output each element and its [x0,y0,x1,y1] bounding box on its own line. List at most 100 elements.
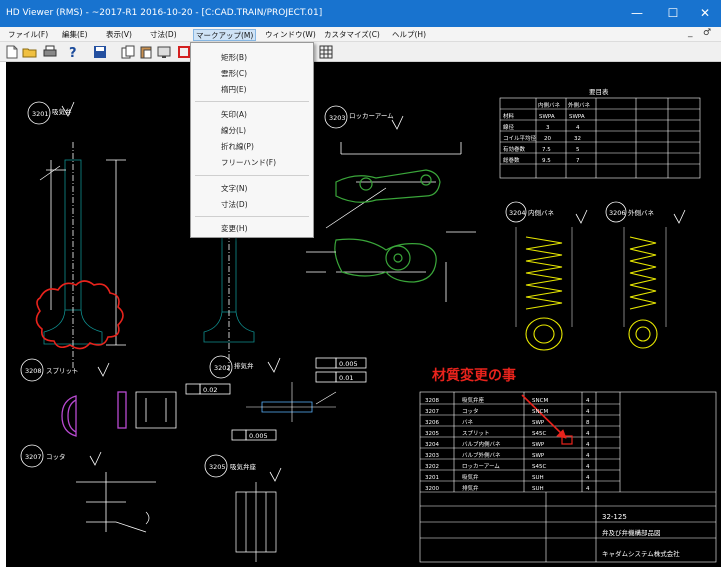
menu-dimension[interactable]: 寸法(D) [150,30,177,39]
print-icon[interactable] [42,44,58,60]
markup-menu-dropdown: 矩形(B) 雲形(C) 楕円(E) 矢印(A) 線分(L) 折れ線(P) フリー… [190,42,314,238]
svg-text:7: 7 [576,158,580,164]
svg-text:4: 4 [586,442,590,448]
tolerance-3: 0.02 [203,386,217,394]
tolerance-2: 0.01 [339,374,353,382]
open-folder-icon[interactable] [22,44,38,60]
svg-text:SWPA: SWPA [569,114,585,120]
menu-bar: ファイル(F) 編集(E) 表示(V) 寸法(D) マークアップ(M) ウィンド… [0,27,721,42]
balloon-3202-text: 3202 [214,364,231,372]
svg-text:3206: 3206 [425,420,439,426]
menu-view[interactable]: 表示(V) [106,30,132,39]
svg-text:S45C: S45C [532,464,546,470]
grid-icon[interactable] [318,44,334,60]
title-block [419,391,717,563]
menu-file[interactable]: ファイル(F) [8,30,49,39]
spec-table-title: 要目表 [589,87,609,96]
menu-item-rectangle[interactable]: 矩形(B) [221,53,247,62]
mdi-restore-button[interactable]: ♂ [703,28,712,38]
balloon-3205-text: 3205 [209,463,226,471]
mdi-minimize-button[interactable]: _ [688,28,693,38]
balloon-3208-text: 3208 [25,367,42,375]
svg-text:SUH: SUH [532,475,544,481]
menu-item-dimension[interactable]: 寸法(D) [221,200,248,209]
svg-text:SWP: SWP [532,453,545,459]
svg-text:SWP: SWP [532,420,545,426]
menu-item-line[interactable]: 線分(L) [221,126,247,135]
part-3203-name: ロッカーアーム [349,112,394,120]
svg-text:4: 4 [586,464,590,470]
svg-text:スプリット: スプリット [462,430,490,437]
svg-text:コッタ: コッタ [462,407,479,415]
menu-item-text[interactable]: 文字(N) [221,184,248,193]
svg-text:SWPA: SWPA [539,114,555,120]
screen-icon[interactable] [156,44,172,60]
toolbar: ? [0,42,721,62]
markup-rect-icon[interactable] [176,44,192,60]
title-bar: HD Viewer (RMS) - ~2017-R1 2016-10-20 - … [0,0,721,27]
svg-text:SNCM: SNCM [532,398,548,404]
menu-separator [195,216,309,217]
menu-item-ellipse[interactable]: 楕円(E) [221,85,247,94]
part-3208-name: スプリット [46,367,79,375]
part-3202-name: 排気弁 [234,361,254,370]
save-icon[interactable] [92,44,108,60]
svg-text:8: 8 [586,420,590,426]
menu-customize[interactable]: カスタマイズ(C) [324,30,380,39]
tolerance-1: 0.005 [339,360,358,368]
svg-text:3208: 3208 [425,398,439,404]
svg-text:バネ: バネ [462,419,474,426]
menu-edit[interactable]: 編集(E) [62,30,88,39]
menu-item-polyline[interactable]: 折れ線(P) [221,142,254,151]
markup-annotation-text[interactable]: 材質変更の事 [432,367,516,384]
balloon-3201 [27,101,51,125]
rocker-arm-bottom [334,238,437,283]
new-file-icon[interactable] [4,44,20,60]
copy-icon[interactable] [120,44,136,60]
svg-text:内側バネ: 内側バネ [538,101,561,109]
svg-text:4: 4 [586,409,590,415]
svg-text:コイル平均径: コイル平均径 [503,134,537,142]
drawing-canvas[interactable]: 3201 吸気弁 3203 ロッカーアーム 3204 内側バネ 3206 外側バ… [6,62,721,567]
menu-item-freehand[interactable]: フリーハンド(F) [221,158,277,167]
part-3206-name: 外側バネ [628,208,655,217]
svg-text:3205: 3205 [425,431,439,437]
svg-text:3200: 3200 [425,486,439,492]
markup-cloud[interactable] [35,280,124,350]
close-button[interactable]: ✕ [699,6,711,20]
rocker-arm-top [335,169,441,203]
svg-text:20: 20 [544,136,551,142]
markup-arrow[interactable] [521,394,567,439]
svg-text:32: 32 [574,136,581,142]
svg-text:排気弁: 排気弁 [462,484,479,492]
menu-markup[interactable]: マークアップ(M) [193,29,257,41]
paste-icon[interactable] [138,44,154,60]
svg-text:SNCM: SNCM [532,409,548,415]
svg-text:ロッカーアーム: ロッカーアーム [462,463,500,470]
company-name: キャダムシステム株式会社 [602,549,680,558]
menu-help[interactable]: ヘルプ(H) [392,30,426,39]
drawing-number: 32-125 [602,513,627,521]
minimize-button[interactable]: — [631,6,643,20]
svg-text:材料: 材料 [503,112,515,120]
svg-text:S45C: S45C [532,431,546,437]
menu-window[interactable]: ウィンドウ(W) [265,30,316,39]
balloon-3203-text: 3203 [329,114,346,122]
drawing-title: 弁及び弁機構部品図 [602,528,661,537]
spec-table [499,97,701,179]
svg-text:線径: 線径 [503,123,515,131]
part-3204-name: 内側バネ [528,208,555,217]
svg-text:バルブ外側バネ: バルブ外側バネ [462,451,501,459]
spring-outer [628,236,658,349]
menu-item-cloud[interactable]: 雲形(C) [221,69,248,78]
balloon-3204-text: 3204 [509,209,526,217]
svg-text:吸気弁: 吸気弁 [462,473,479,481]
surface-finish-icon [61,101,75,117]
help-icon[interactable]: ? [64,44,80,60]
svg-text:3203: 3203 [425,453,439,459]
menu-item-change[interactable]: 変更(H) [221,224,248,233]
maximize-button[interactable]: ☐ [667,6,679,20]
svg-text:3201: 3201 [425,475,439,481]
menu-item-arrow[interactable]: 矢印(A) [221,110,247,119]
svg-text:3202: 3202 [425,464,439,470]
